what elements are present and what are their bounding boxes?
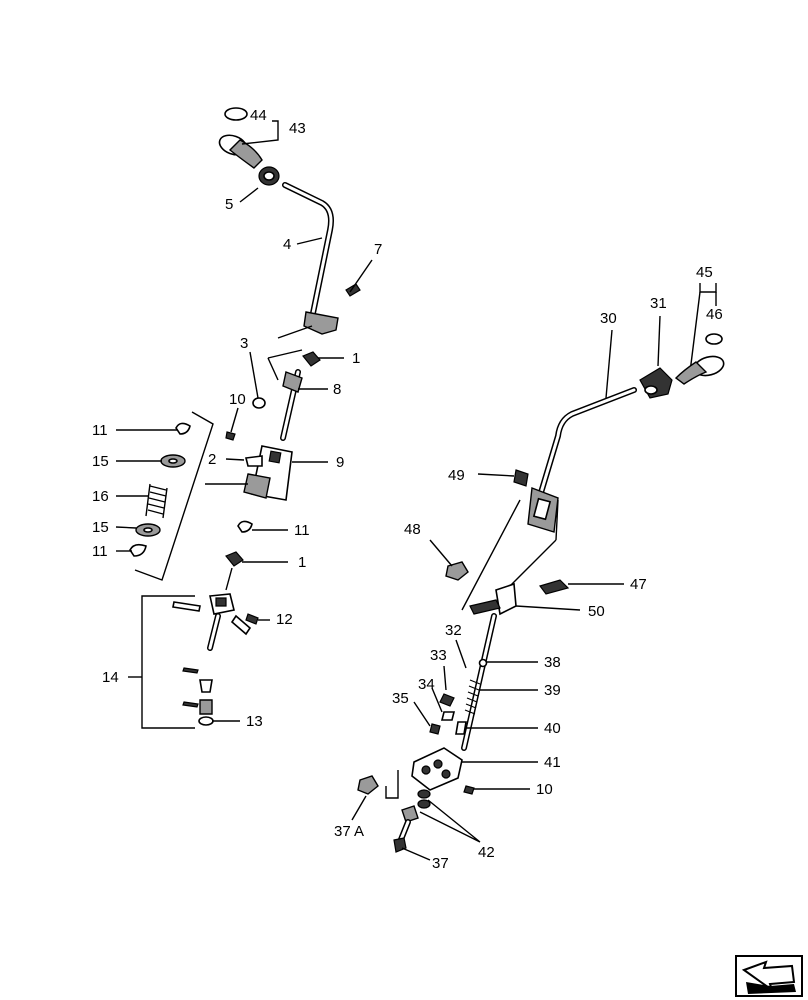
callout-31: 31: [650, 295, 667, 312]
callout-47: 47: [630, 576, 647, 593]
callout-11-top: 11: [92, 422, 108, 439]
right-callout-labels: 45 46 30 31 49 48 47 50 32 38 33 34 39 3…: [334, 264, 723, 872]
knob-45-body: [674, 361, 708, 385]
knob-43-body: [228, 139, 263, 169]
bolt-49: [513, 469, 529, 487]
right-shift-lever-assembly: [357, 283, 725, 853]
callout-34: 34: [418, 676, 435, 693]
clip-11-right: [237, 520, 253, 533]
callout-7: 7: [374, 241, 382, 258]
callout-33: 33: [430, 647, 447, 664]
callout-2: 2: [208, 451, 216, 468]
spring-39: [464, 679, 481, 715]
callout-49: 49: [448, 467, 465, 484]
nut-37a: [357, 775, 379, 795]
callout-50: 50: [588, 603, 605, 620]
bolt-12: [245, 613, 259, 625]
pin-upper: [172, 601, 201, 612]
callout-32: 32: [445, 622, 462, 639]
callout-48: 48: [404, 521, 421, 538]
plunger-40: [455, 721, 467, 735]
bolt-47: [539, 579, 570, 595]
part-34: [440, 711, 456, 721]
shifter-block-41: [411, 747, 463, 791]
callout-38: 38: [544, 654, 561, 671]
screw-10-right: [463, 785, 475, 795]
callout-1-upper: 1: [352, 350, 360, 367]
callout-39: 39: [544, 682, 561, 699]
callout-4: 4: [283, 236, 291, 253]
part-37: [393, 837, 407, 853]
bolt-7: [345, 283, 361, 297]
nut-1-upper: [302, 351, 321, 367]
callout-10-right: 10: [536, 781, 553, 798]
o-ring-13: [198, 716, 214, 726]
fork-joint: [199, 679, 213, 693]
callout-16: 16: [92, 488, 109, 505]
spring-16: [147, 485, 167, 515]
callout-40: 40: [544, 720, 561, 737]
callout-1-lower: 1: [298, 554, 306, 571]
nut-1-lower: [225, 551, 244, 567]
callout-14: 14: [102, 669, 119, 686]
clip-11-bottom: [129, 543, 147, 557]
callout-15-bottom: 15: [92, 519, 109, 536]
knob-insert-44: [224, 107, 248, 121]
callout-10-left: 10: [229, 391, 246, 408]
callout-41: 41: [544, 754, 561, 771]
callout-44: 44: [250, 107, 267, 124]
callout-30: 30: [600, 310, 617, 327]
callout-15-top: 15: [92, 453, 109, 470]
boot-31: [639, 367, 673, 399]
callout-37: 37: [432, 855, 449, 872]
lever-bracket: [303, 311, 339, 335]
knob-insert-46: [705, 333, 723, 345]
callout-11-bottom: 11: [92, 543, 108, 560]
callout-12: 12: [276, 611, 293, 628]
callout-37a: 37 A: [334, 823, 364, 840]
callout-5: 5: [225, 196, 233, 213]
left-callout-labels: 44 43 5 4 7 3 1 8 10 11 15 2 9 16 15 11 …: [92, 107, 382, 730]
part-33: [439, 693, 455, 707]
callout-9: 9: [336, 454, 344, 471]
part-35: [429, 723, 441, 735]
ball-38: [478, 658, 488, 668]
pin-lower: [230, 614, 252, 636]
callout-42: 42: [478, 844, 495, 861]
callout-3: 3: [240, 335, 248, 352]
next-page-arrow-icon[interactable]: [735, 955, 803, 997]
callout-11-right: 11: [294, 522, 310, 539]
callout-8: 8: [333, 381, 341, 398]
left-leader-lines: [115, 120, 373, 722]
callout-45: 45: [696, 264, 713, 281]
callout-43: 43: [289, 120, 306, 137]
shift-lever-30: [537, 387, 637, 499]
clip-11-top: [175, 422, 191, 435]
screw-10-left: [225, 431, 236, 441]
ring-42-lower: [417, 799, 431, 809]
detent-42: [401, 805, 419, 823]
left-shift-lever-assembly: [129, 107, 361, 729]
washer-48: [445, 561, 469, 581]
clip-2: [245, 455, 263, 467]
callout-35: 35: [392, 690, 409, 707]
washer-3: [252, 397, 266, 409]
ring-42-upper: [417, 789, 431, 799]
right-leader-lines: [351, 315, 661, 861]
callout-46: 46: [706, 306, 723, 323]
shift-housing-50: [495, 582, 517, 616]
callout-13: 13: [246, 713, 263, 730]
